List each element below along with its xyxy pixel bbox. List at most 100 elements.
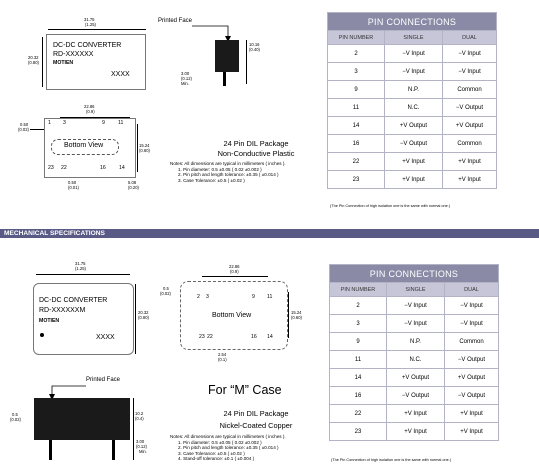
dual-value: −V Output	[444, 350, 499, 369]
m-package-material: Nickel-Coated Copper	[219, 421, 293, 430]
m-module-title: DC-DC CONVERTER	[39, 297, 108, 304]
bottom-right-ruler	[137, 124, 138, 172]
width-dim-inch: (1.25)	[85, 22, 96, 27]
table-row: 23+V Input+V Input	[327, 170, 497, 189]
single-value: +V Input	[386, 422, 445, 441]
printed-face-label: Printed Face	[158, 18, 193, 24]
height-dim: 20.32	[28, 55, 39, 60]
pitch-dim: 0.50	[68, 180, 77, 185]
bottom-view-width-dim: 22.86	[84, 104, 95, 109]
single-value: −V Input	[386, 296, 445, 315]
single-value: N.P.	[384, 80, 443, 99]
table-row: 22+V Input+V Input	[329, 404, 499, 423]
m-side-ruler	[133, 398, 134, 460]
table-row: 2−V Input−V Input	[329, 296, 499, 315]
dual-value: Common	[444, 332, 499, 351]
m-bv-right-inch: (0.60)	[291, 315, 302, 320]
pin-number: 23	[329, 422, 387, 441]
m-height-inch: (0.80)	[138, 315, 149, 320]
m-printed-face-arrow	[49, 385, 86, 400]
m-height-dim: 20.32	[138, 310, 149, 315]
m-bv-pitch-inch: (0.1)	[218, 357, 227, 362]
side-h2-inch: (0.12)	[181, 76, 192, 81]
pin-number: 16	[329, 386, 387, 405]
width-dim: 31.75	[84, 17, 95, 22]
header-pin-number: PIN NUMBER	[327, 30, 385, 45]
side-h2: 3.00	[181, 71, 190, 76]
m-pin-table-footnote: (The Pin Connection of high isolation on…	[331, 458, 452, 462]
notes-item: 3. Case Tolerance: ±0.5 ( ±0.02 )	[178, 450, 245, 456]
pin-9-label: 9	[102, 120, 105, 126]
top-pin-table-footnote: (The Pin Connection of high isolation on…	[330, 204, 451, 208]
m-printed-face-text: Printed Face	[85, 377, 121, 383]
pin-table-title: PIN CONNECTIONS	[329, 264, 499, 283]
single-value: N.P.	[386, 332, 445, 351]
header-dual: DUAL	[444, 282, 499, 297]
dual-value: +V Output	[444, 368, 499, 387]
m-side-h2: 3.00	[136, 439, 145, 444]
m-case-label: For “M” Case	[208, 383, 282, 397]
module-title: DC-DC CONVERTER	[53, 42, 122, 49]
m-bv-right-dim: 15.24	[291, 310, 302, 315]
side-h2-min: Min.	[181, 81, 189, 86]
m-width-inch: (1.25)	[75, 266, 86, 271]
single-value: −V Output	[386, 386, 445, 405]
pin-3-label: 3	[63, 120, 66, 126]
pin-number: 22	[329, 404, 387, 423]
notes-item: 2. Pin pitch and length tolerance: ±0.35…	[178, 445, 279, 450]
notes-item: 1. Pin diameter: 0.5 ±0.05 ( 0.02 ±0.002…	[178, 439, 262, 445]
pitch-inch: (0.01)	[68, 185, 79, 190]
pin-number: 23	[327, 170, 385, 189]
header-pin-number: PIN NUMBER	[329, 282, 387, 297]
m-side-h2-inch: (0.12)	[136, 444, 147, 449]
m-bv-pitch-dim: 2.54	[218, 352, 227, 357]
m-bv-width-inch: (0.9)	[230, 269, 239, 274]
module-code: XXXX	[111, 71, 130, 78]
bottom-left-ruler	[30, 129, 44, 130]
top-package-name: 24 Pin DIL Package	[223, 139, 289, 148]
top-bottom-view: 1 3 9 11 Bottom View 23 22 16 14	[44, 118, 136, 178]
pin-11-label: 11	[118, 120, 124, 126]
single-value: N.C.	[386, 350, 445, 369]
height-dim-inch: (0.80)	[28, 60, 39, 65]
pin-14-label: 14	[119, 165, 125, 171]
header-single: SINGLE	[384, 30, 443, 45]
notes-item: 2. Pin pitch and length tolerance: ±0.35…	[178, 172, 279, 177]
side-h1: 10.16	[249, 42, 260, 47]
m-pin-table: PIN CONNECTIONS PIN NUMBER SINGLE DUAL 2…	[329, 264, 499, 441]
printed-face-arrow	[192, 25, 231, 42]
notes-item: 4. Stand-off tolerance: ±0.1 ( ±0.004 )	[178, 456, 255, 461]
width-ruler	[48, 29, 146, 30]
table-row: 3−V Input−V Input	[327, 62, 497, 81]
pin-22-label: 22	[61, 165, 67, 171]
m-pin-16-label: 16	[251, 334, 257, 340]
top-module-front: DC-DC CONVERTER RD-XXXXXX MOTIEN XXXX	[46, 34, 146, 90]
m-pin-23-label: 23	[199, 334, 205, 340]
m-module-brand: MOTIEN	[39, 318, 60, 324]
notes-intro: Notes: All dimensions are typical in mil…	[170, 434, 286, 439]
top-package-material: Non-Conductive Plastic	[217, 149, 295, 158]
single-value: −V Output	[384, 134, 443, 153]
pin-16-label: 16	[100, 165, 106, 171]
pin-number: 9	[329, 332, 387, 351]
pin-table-title: PIN CONNECTIONS	[327, 12, 497, 31]
dual-value: −V Output	[442, 98, 497, 117]
pin-1-label: 1	[48, 120, 51, 126]
m-bv-right-ruler	[288, 292, 289, 338]
bottom-right-inch: (0.60)	[139, 148, 150, 153]
pin-number: 2	[329, 296, 387, 315]
side-ruler	[246, 40, 247, 84]
m-side-h1-inch: (0.4)	[135, 416, 144, 421]
header-single: SINGLE	[386, 282, 445, 297]
side-view-pin	[223, 72, 226, 86]
side-h1-inch: (0.40)	[249, 47, 260, 52]
top-module-dimensions: 31.75 (1.25)	[40, 14, 150, 36]
dual-value: −V Input	[444, 314, 499, 333]
single-value: +V Output	[386, 368, 445, 387]
m-module-front: DC-DC CONVERTER RD-XXXXXXM MOTIEN XXXX	[33, 283, 134, 355]
single-value: +V Input	[384, 170, 443, 189]
table-row: 22+V Input+V Input	[327, 152, 497, 171]
